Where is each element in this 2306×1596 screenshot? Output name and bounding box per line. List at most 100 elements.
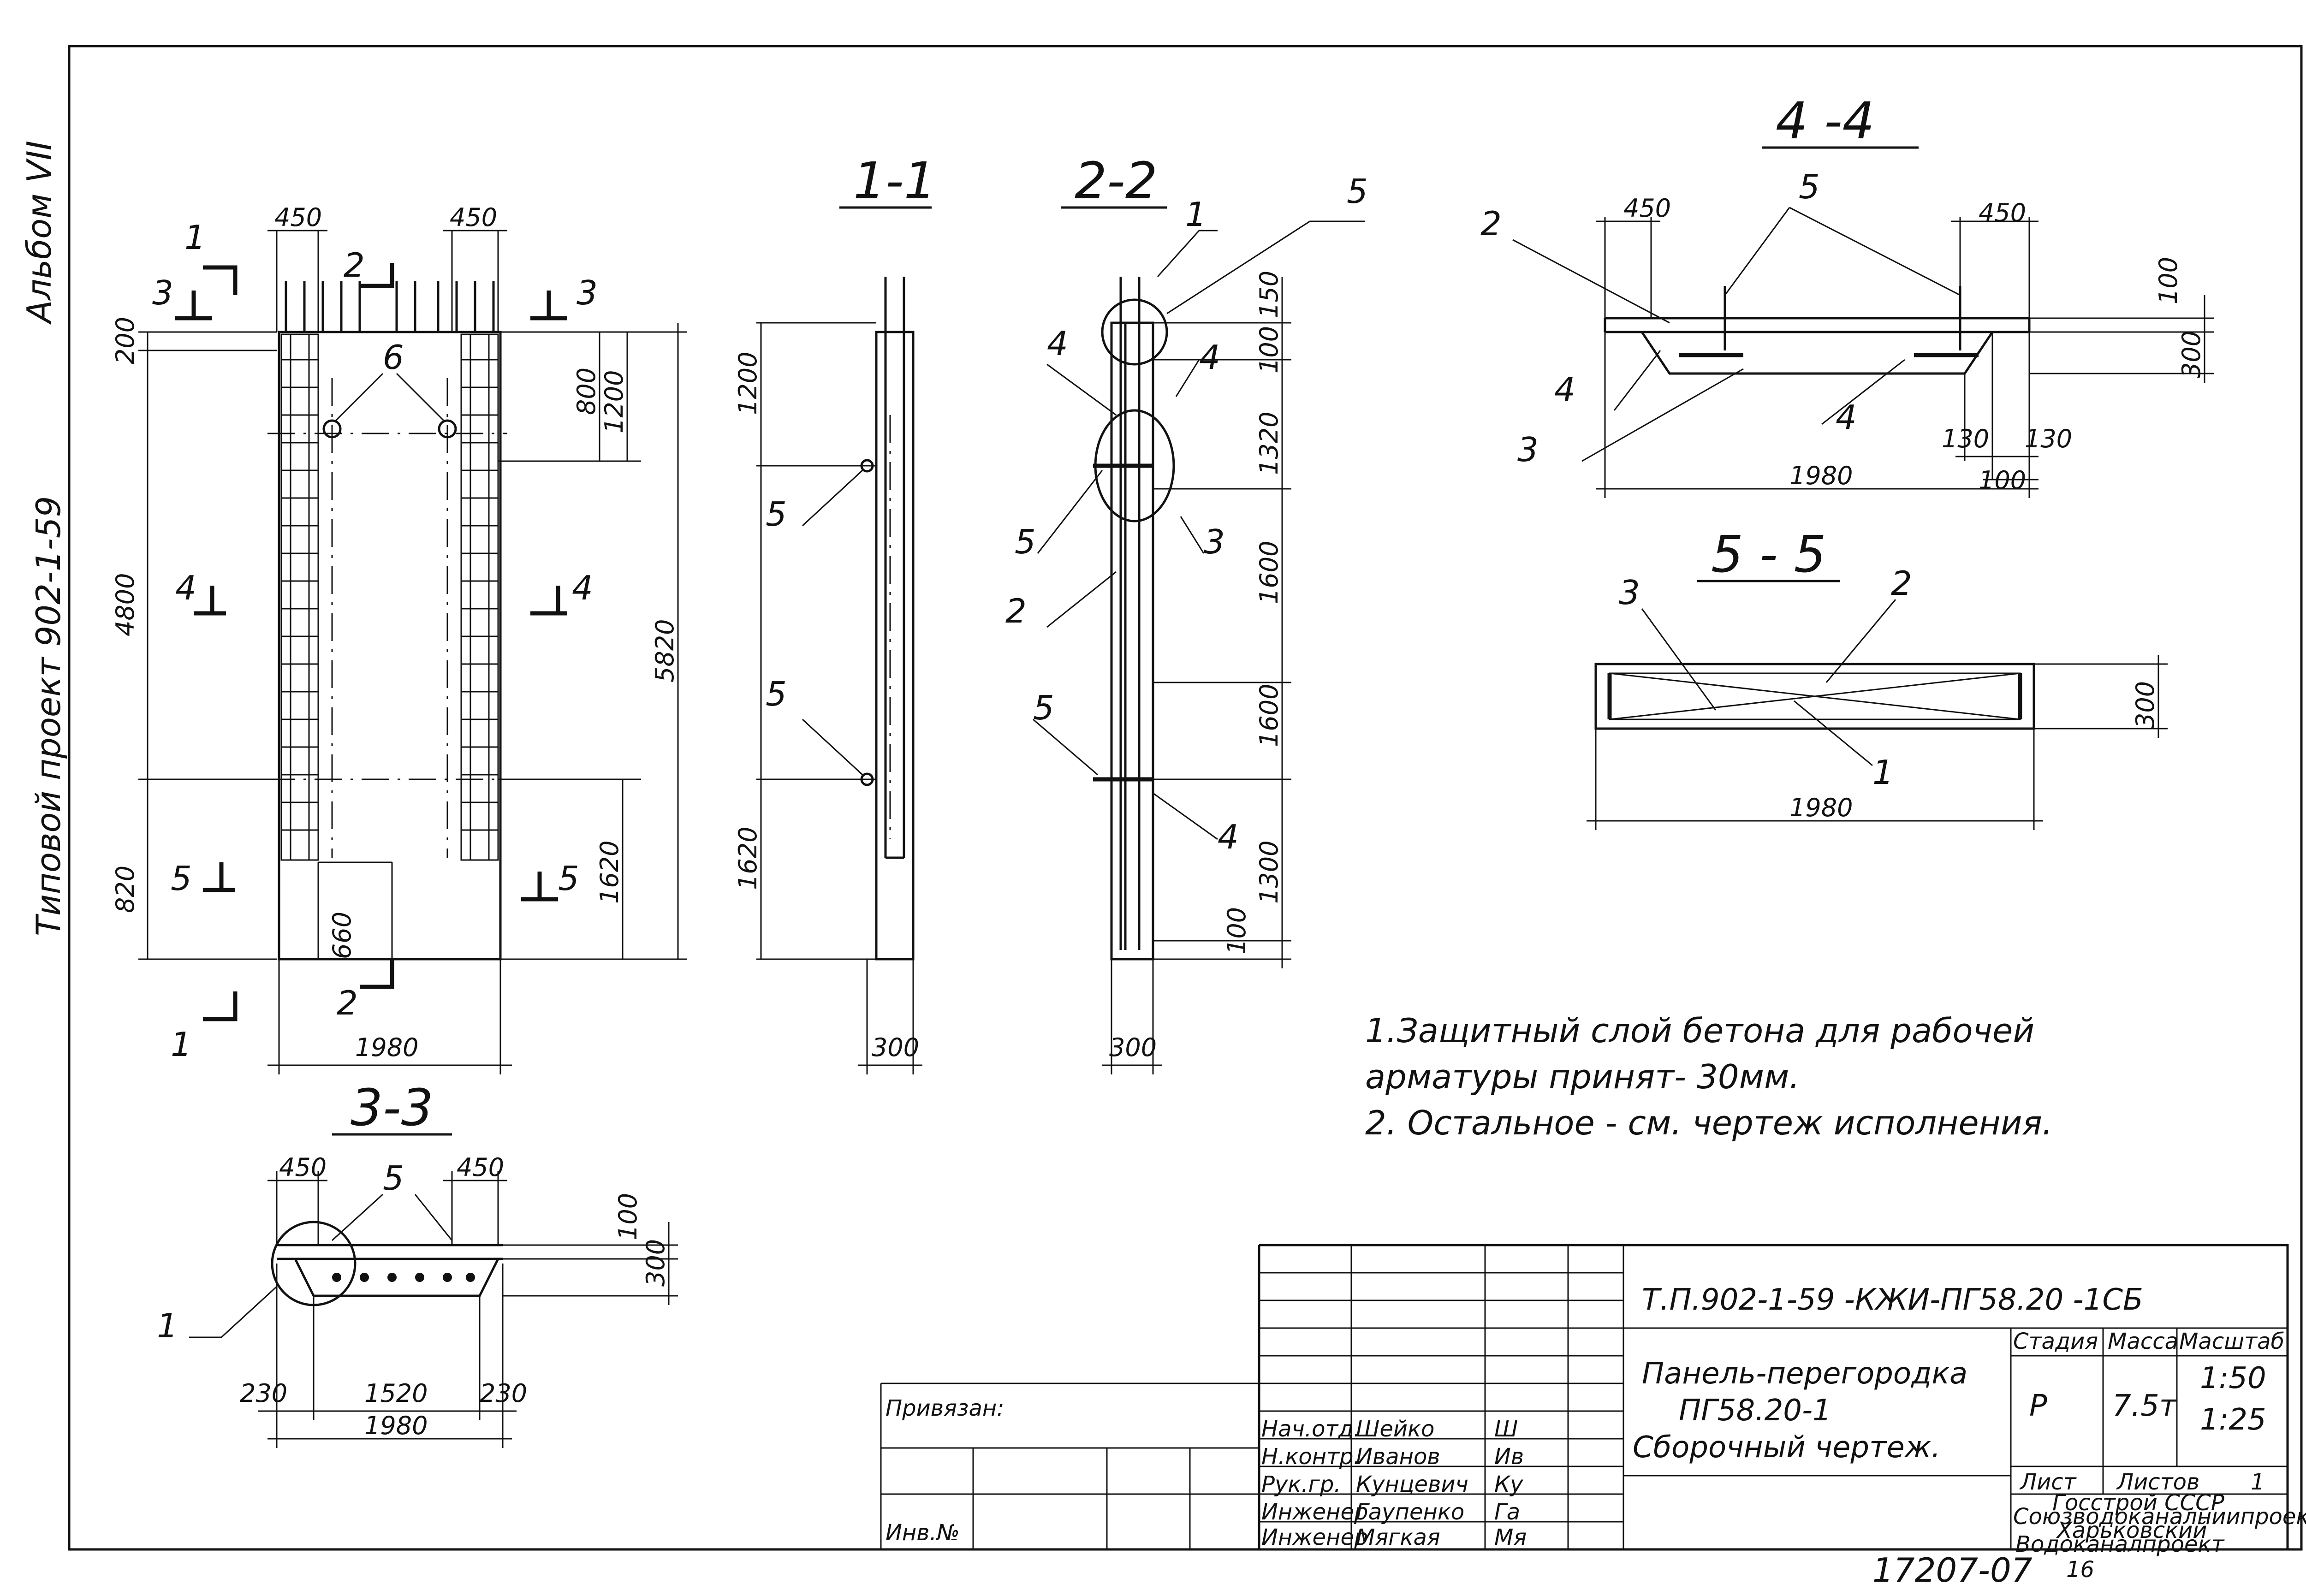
notes: 1.Защитный слой бетона для рабочей армат… (1365, 1011, 2053, 1142)
staff-table: Нач.отд. Шейко Ш Н.контр. Иванов Ив Рук.… (1261, 1416, 1527, 1550)
staff-role-5: Инженер (1261, 1525, 1368, 1550)
left-vertical-dims (138, 331, 277, 960)
org-line-4: Водоканалпроект (2015, 1531, 2225, 1557)
dim-130a: 130 (1942, 424, 1989, 453)
left-rib-inner (290, 333, 310, 861)
section-1-1: 1-1 1200 1620 300 5 5 (733, 151, 936, 1074)
cross-bars (1609, 672, 2021, 720)
leader-1 (189, 1286, 278, 1338)
section-1-1-rebar (884, 277, 905, 859)
mark-3: 3 (1204, 522, 1225, 561)
dim-1620: 1620 (595, 841, 624, 904)
lifting-hole-left (322, 419, 342, 439)
tb-right-grid (1623, 1327, 2288, 1549)
mark-2: 2 (1891, 564, 1912, 603)
drawing-name-3: Сборочный чертеж. (1633, 1430, 1941, 1465)
leaders-5 (331, 1193, 453, 1241)
leader-1 (1157, 230, 1218, 278)
cut-4-left: 4 (175, 569, 196, 607)
mark-4b: 4 (1836, 398, 1857, 437)
sheet-label: Лист (2019, 1469, 2077, 1495)
section-2-2: 2-2 150 100 1320 1600 1600 1300 100 300 … (1005, 151, 1368, 1074)
dim-2-2-width (1102, 959, 1162, 1074)
dim-450-right: 450 (1979, 198, 2026, 227)
mark-3: 3 (1619, 573, 1640, 612)
right-rib-inner (470, 333, 490, 861)
dim-5820: 5820 (650, 619, 679, 682)
section-1-1-body (875, 331, 915, 961)
right-rib (460, 333, 499, 861)
dim-1980: 1980 (355, 1033, 418, 1062)
dim-300: 300 (2131, 681, 2160, 729)
dim-1980: 1980 (1789, 461, 1853, 490)
dim-450-left: 450 (279, 1153, 327, 1182)
loops (1093, 463, 1153, 782)
dim-100b: 100 (1222, 907, 1251, 955)
staff-sign-1: Ш (1494, 1416, 1518, 1442)
staff-sign-3: Ку (1494, 1471, 1523, 1497)
cut-1-bottom: 1 (171, 1025, 192, 1064)
section-2-2-rebar (1119, 277, 1141, 950)
footer-number: 17207-07 (1872, 1551, 2033, 1590)
title-block: Привязан: Инв.№ Нач.отд. Шейко Ш Н.контр… (880, 1244, 2306, 1557)
dim-300: 300 (641, 1239, 670, 1287)
scale-label: Масштаб (2179, 1329, 2284, 1354)
section-2-2-dims (1153, 277, 1291, 968)
drawing-code: Т.П.902-1-59 -КЖИ-ПГ58.20 -1СБ (1642, 1283, 2143, 1317)
top-width-dims (267, 230, 507, 332)
dim-230b: 230 (480, 1379, 527, 1408)
dim-230a: 230 (240, 1379, 287, 1408)
scale-value-2: 1:25 (2200, 1403, 2266, 1437)
staff-name-1: Шейко (1356, 1416, 1434, 1442)
mark-5a: 5 (1015, 522, 1036, 561)
dim-450-left: 450 (274, 203, 322, 232)
section-5-5-body (1594, 663, 2035, 730)
note-line-1: 1.Защитный слой бетона для рабочей (1365, 1011, 2034, 1050)
stage-value: Р (2029, 1389, 2047, 1423)
title-block-outline (1258, 1244, 2289, 1549)
section-4-4-title: 4 -4 (1776, 91, 1875, 150)
dim-100b: 100 (1979, 466, 2026, 495)
staff-name-2: Иванов (1356, 1444, 1440, 1470)
dim-660: 660 (327, 912, 357, 959)
mark-1: 1 (1185, 195, 1206, 234)
cut-5-right: 5 (558, 859, 579, 898)
org-line-1: Госстрой СССР (2052, 1490, 2224, 1516)
dim-100a: 100 (1254, 326, 1284, 374)
staff-role-2: Н.контр. (1261, 1444, 1361, 1470)
cut-5-left: 5 (171, 859, 192, 898)
section-2-2-title: 2-2 (1075, 151, 1158, 210)
staff-role-4: Инженер (1261, 1499, 1368, 1525)
album-label: Альбом VII (20, 141, 59, 325)
dim-1980: 1980 (1789, 793, 1853, 822)
staff-sign-4: Га (1494, 1499, 1520, 1525)
mass-label: Масса (2108, 1329, 2178, 1354)
cut-4-right: 4 (572, 569, 593, 607)
dim-100: 100 (613, 1193, 642, 1240)
dim-1300: 1300 (1254, 841, 1284, 904)
drawing-name-1: Панель-перегородка (1642, 1357, 1967, 1391)
end-bars (1607, 673, 2022, 719)
note-line-3: 2. Остальное - см. чертеж исполнения. (1365, 1104, 2053, 1142)
mark-1: 1 (1872, 753, 1894, 792)
section-1-1-dims (756, 322, 876, 960)
staff-sign-5: Мя (1494, 1525, 1527, 1550)
outlet-bars (285, 281, 495, 332)
section-1-1-title: 1-1 (853, 151, 936, 210)
dim-450-right: 450 (457, 1153, 504, 1182)
panel-elevation: 6 450 450 200 4800 820 800 1200 5820 162… (111, 203, 687, 1074)
flange-top (1604, 317, 2031, 333)
cut-3-right: 3 (576, 273, 598, 312)
hollow-cores (332, 1273, 475, 1282)
scale-value-1: 1:50 (2200, 1361, 2266, 1395)
mark-5: 5 (383, 1159, 404, 1198)
mark-1: 1 (157, 1306, 178, 1345)
dim-200: 200 (111, 317, 140, 364)
mark-5: 5 (1799, 167, 1820, 206)
leaders (1641, 599, 1896, 766)
dim-1320: 1320 (1254, 412, 1284, 475)
dim-1520: 1520 (364, 1379, 428, 1408)
section-5-5-title: 5 - 5 (1711, 525, 1826, 584)
height-dim (2034, 655, 2168, 738)
